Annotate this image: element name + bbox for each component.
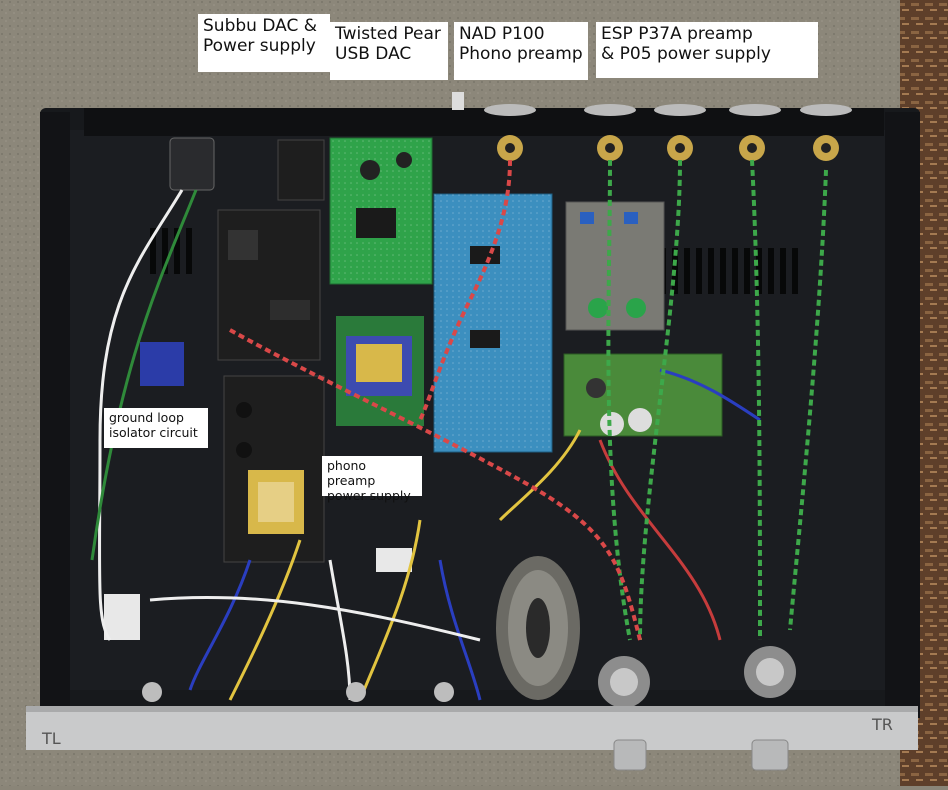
label-twisted-pear: Twisted Pear USB DAC [330,22,448,80]
left-rail [40,112,70,718]
front-knob-left [613,739,647,771]
rear-rca-jacks [497,135,839,161]
label-esp-p37a: ESP P37A preamp & P05 power supply [596,22,818,78]
front-controls [142,646,796,708]
mark-tr: TR [871,715,893,734]
label-subbu-dac: Subbu DAC & Power supply [198,14,330,72]
ground-loop-isolator-block [140,342,184,386]
terminal-block-center [376,548,412,572]
front-knob-right [751,739,789,771]
iec-inlet [169,137,215,191]
twisted-signal-wires [229,159,828,641]
terminal-block-left [104,594,140,640]
label-phono-psu: phono preamp power supply [322,456,422,503]
label-ground-loop: ground loop isolator circuit [104,408,208,448]
rear-socket-bumps [452,92,852,116]
mark-tl: TL [41,729,61,748]
label-nad-p100: NAD P100 Phono preamp [454,22,588,80]
right-rail [885,112,920,718]
subbu-psu-small-board [277,139,325,201]
